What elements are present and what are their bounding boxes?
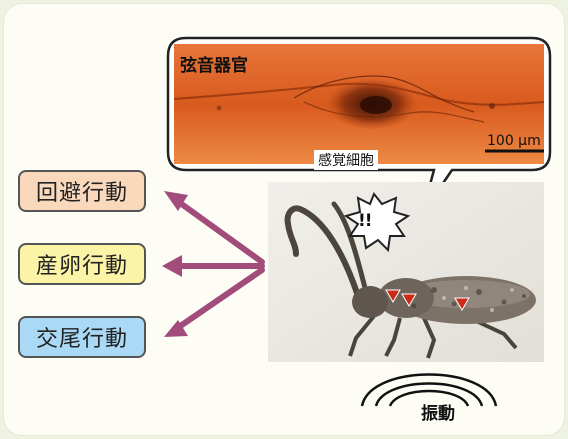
alert-text: !! [358,211,372,231]
organ-marker [401,293,417,307]
arrow-oviposition-head [162,255,182,277]
arrow-avoidance-head [164,191,188,211]
organ-title: 弦音器官 [180,56,248,76]
organ-marker [454,297,470,311]
sensory-cell-label: 感覚細胞 [314,150,378,170]
arrow-mating [173,267,265,332]
figure-graphics [162,36,552,407]
beetle-photo [268,182,544,362]
alert-burst [343,192,411,253]
figure: 弦音器官 100 µm 感覚細胞 !! 回避行動 産卵行動 交尾行動 振動 [4,4,564,435]
scale-bar-label: 100 µm [487,133,541,149]
behavior-mating: 交尾行動 [18,316,146,358]
behavior-oviposition: 産卵行動 [18,243,146,285]
arrow-mating-head [164,320,188,337]
arrow-avoidance [173,197,265,265]
vibration-label: 振動 [421,404,455,424]
response-arrows [162,191,265,337]
organ-marker [385,289,401,303]
vibration-waves [360,373,498,407]
behavior-avoidance: 回避行動 [18,170,146,212]
chordotonal-micrograph [173,44,545,164]
